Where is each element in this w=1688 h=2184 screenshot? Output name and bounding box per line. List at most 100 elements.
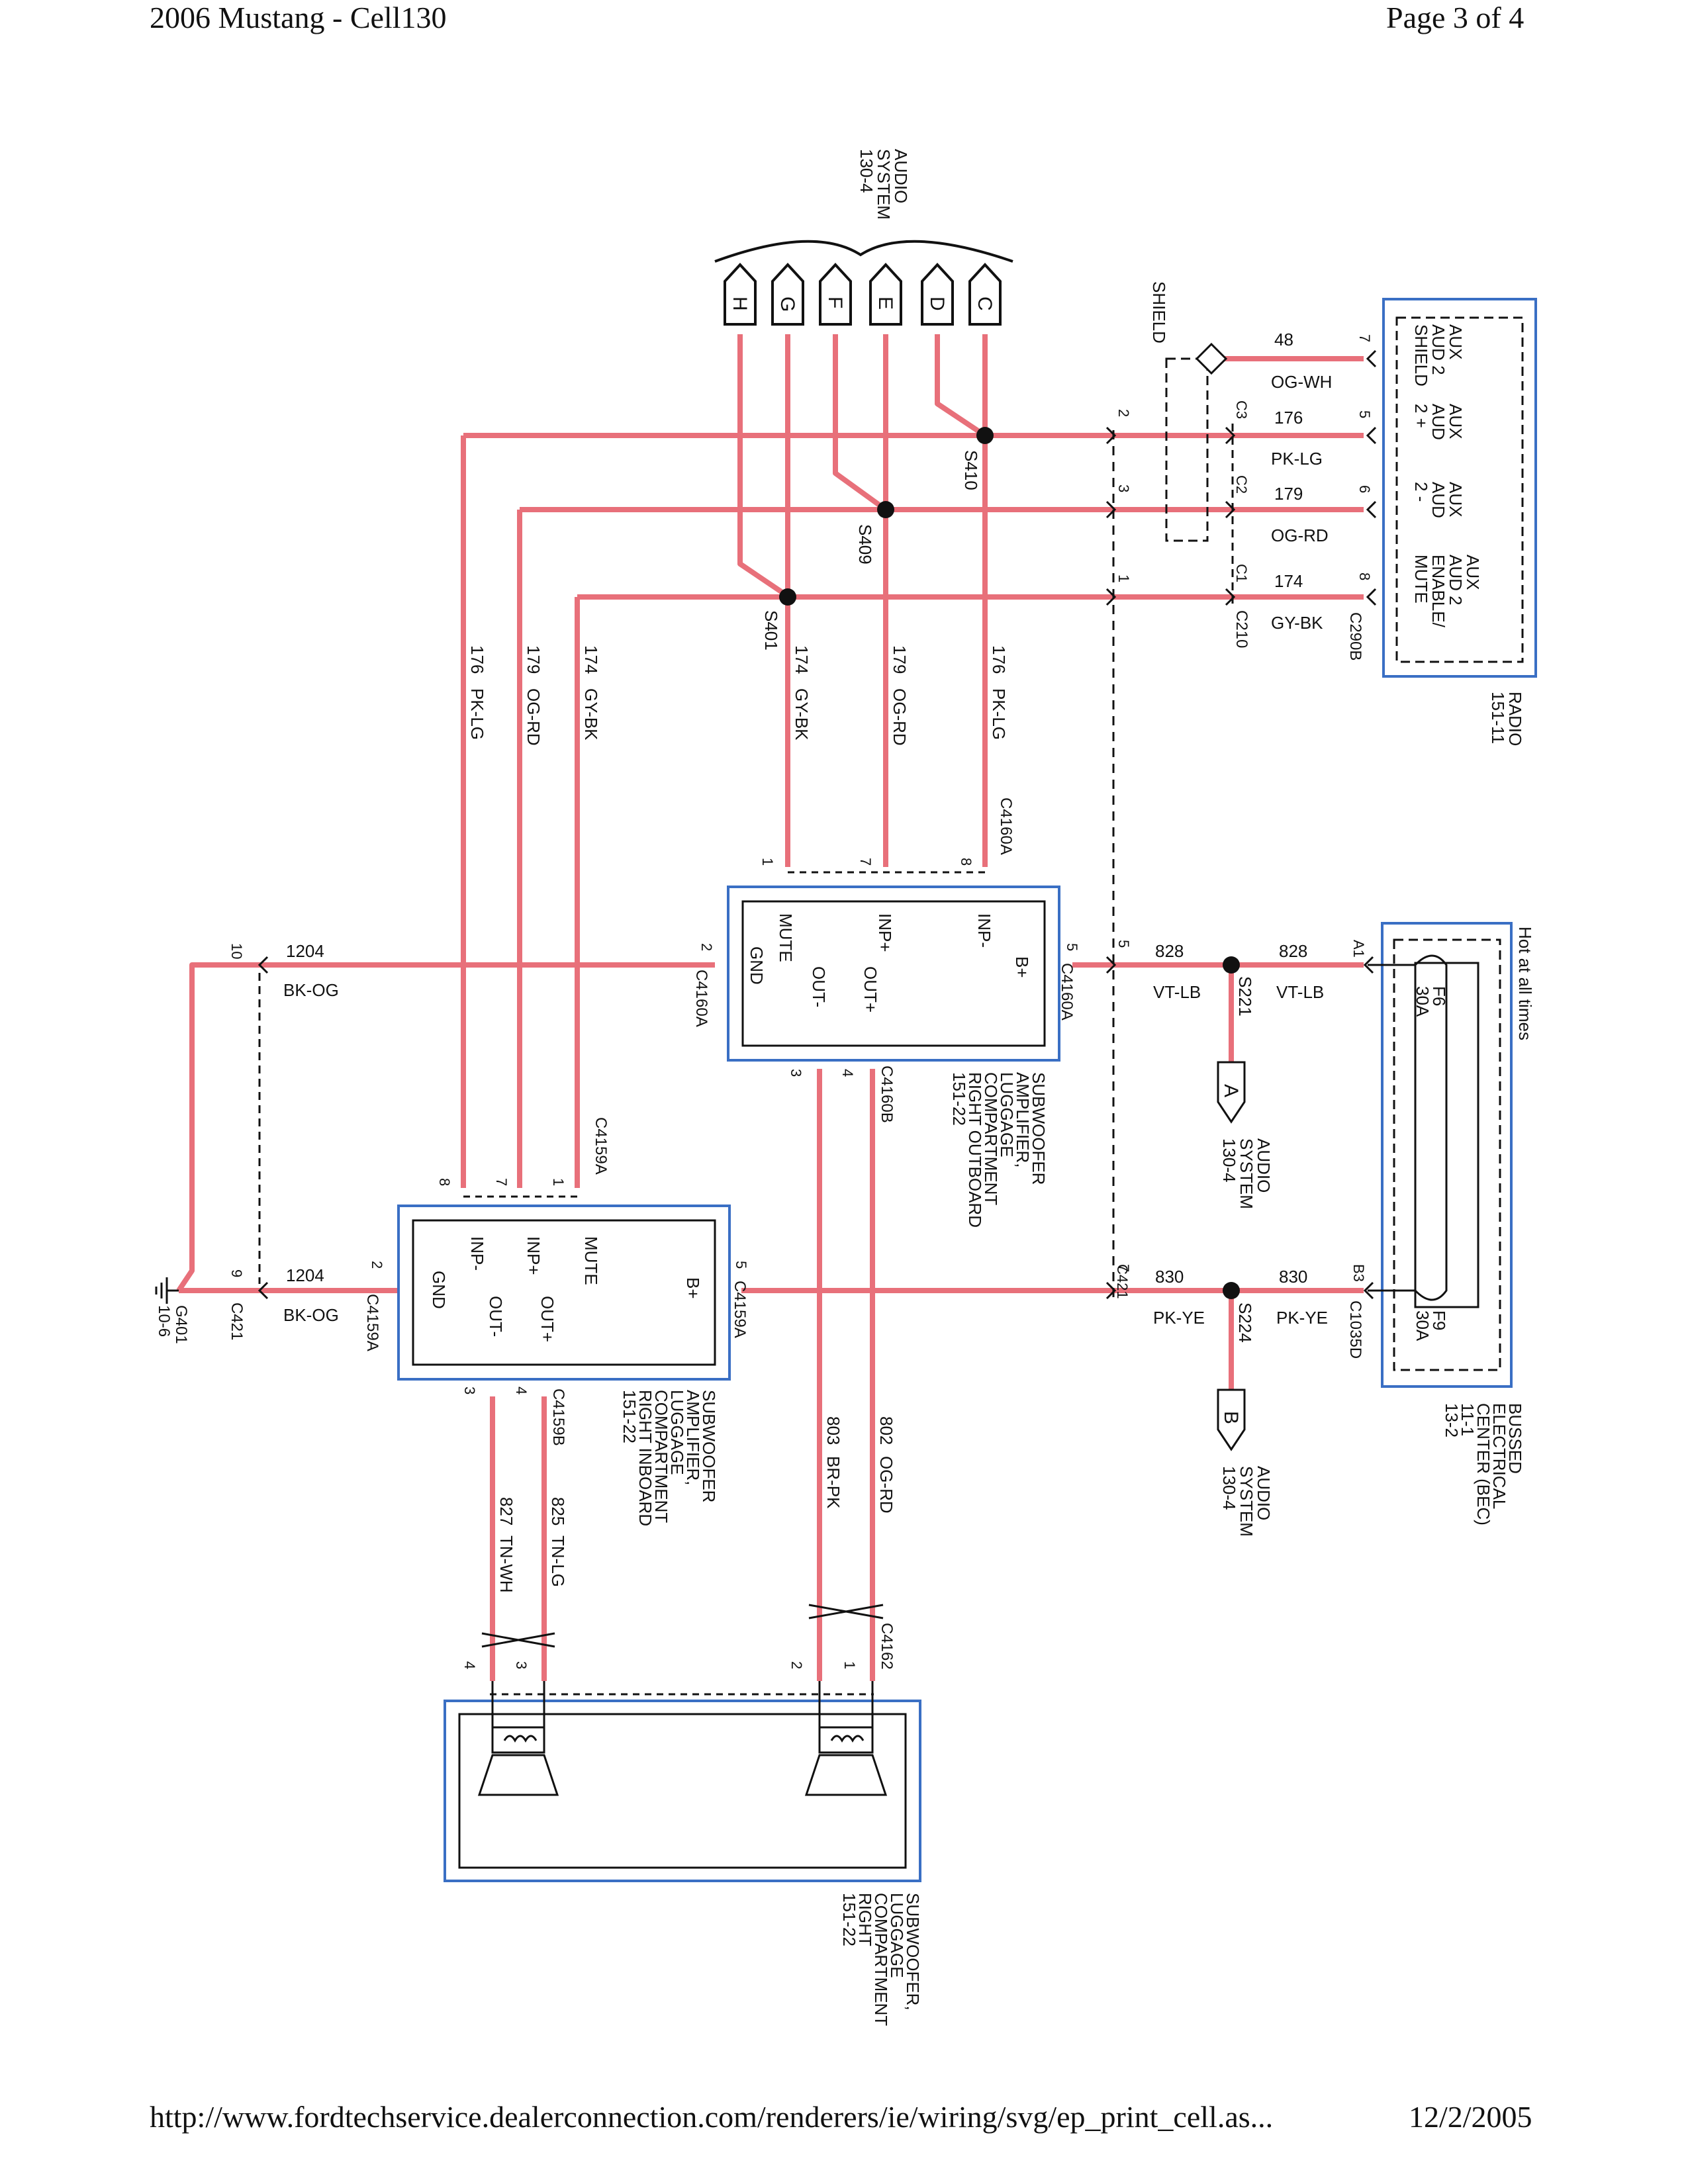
aud-pin-f: F	[824, 296, 846, 308]
speaker-left-icon	[477, 1726, 559, 1796]
svg-text:TN-LG: TN-LG	[548, 1535, 568, 1587]
svg-text:C1035D: C1035D	[1346, 1300, 1364, 1359]
c210-name: C210	[1233, 610, 1250, 648]
svg-text:BK-OG: BK-OG	[283, 1305, 339, 1325]
svg-text:176: 176	[1274, 408, 1303, 428]
audio-system-top-ref: AUDIO SYSTEM 130-4	[857, 149, 911, 220]
svg-text:LUGGAGE: LUGGAGE	[667, 1390, 687, 1475]
amp-inboard: INP- GND INP+ OUT- MUTE OUT+ B+ 8 7 1 2 …	[363, 1117, 749, 1526]
svg-text:825: 825	[548, 1497, 568, 1525]
svg-text:LUGGAGE: LUGGAGE	[887, 1893, 907, 1978]
svg-text:RIGHT INBOARD: RIGHT INBOARD	[635, 1390, 655, 1526]
svg-text:GND: GND	[429, 1271, 449, 1309]
svg-text:C4160B: C4160B	[878, 1066, 896, 1123]
svg-text:3: 3	[461, 1387, 478, 1394]
svg-text:SUBWOOFER: SUBWOOFER	[1029, 1072, 1049, 1185]
svg-text:OUT-: OUT-	[809, 966, 829, 1007]
svg-text:A1: A1	[1350, 940, 1367, 958]
svg-text:PK-YE: PK-YE	[1153, 1308, 1205, 1328]
svg-text:C4159B: C4159B	[549, 1388, 567, 1446]
svg-text:C4159A: C4159A	[363, 1294, 381, 1351]
radio-ref: RADIO 151-11	[1488, 692, 1525, 746]
svg-text:S409: S409	[855, 524, 875, 565]
wires	[176, 334, 1364, 1681]
svg-text:C421: C421	[1114, 1264, 1131, 1299]
svg-text:S224: S224	[1235, 1302, 1255, 1343]
svg-text:COMPARTMENT: COMPARTMENT	[871, 1893, 891, 2026]
svg-text:8: 8	[436, 1178, 453, 1186]
wire-aud-d	[935, 334, 987, 438]
svg-text:C3: C3	[1233, 400, 1250, 419]
svg-text:SHIELD: SHIELD	[1411, 324, 1431, 387]
aud-pin-h: H	[729, 296, 751, 311]
svg-text:B+: B+	[1012, 956, 1032, 978]
svg-text:B3: B3	[1350, 1264, 1367, 1282]
svg-text:4: 4	[839, 1069, 856, 1077]
svg-text:10: 10	[228, 943, 245, 959]
svg-text:AUX: AUX	[1446, 324, 1466, 359]
svg-text:179: 179	[890, 645, 910, 674]
svg-text:10-6: 10-6	[155, 1305, 173, 1337]
twisted-pair-marks	[481, 1604, 884, 1648]
svg-text:1: 1	[550, 1178, 567, 1186]
svg-text:827: 827	[496, 1497, 516, 1525]
amp-outboard-desc: SUBWOOFER AMPLIFIER, LUGGAGE COMPARTMENT…	[949, 1072, 1049, 1228]
svg-text:INP-: INP-	[974, 913, 994, 948]
svg-text:PK-LG: PK-LG	[989, 688, 1009, 740]
header-title: 2006 Mustang - Cell130	[150, 1, 447, 34]
svg-text:Hot at all times: Hot at all times	[1515, 927, 1535, 1040]
aud-pin-c: C	[974, 296, 996, 311]
svg-text:C1: C1	[1233, 564, 1250, 582]
svg-text:11-1: 11-1	[1458, 1403, 1477, 1436]
svg-text:SYSTEM: SYSTEM	[1237, 1466, 1256, 1537]
svg-text:F6: F6	[1429, 986, 1449, 1006]
svg-text:GY-BK: GY-BK	[1271, 613, 1323, 633]
svg-text:GND: GND	[747, 946, 767, 985]
audio-system-top-connector: H G F E D C AUDIO SYSTEM 130-4	[714, 149, 1013, 326]
svg-text:LUGGAGE: LUGGAGE	[997, 1072, 1017, 1158]
svg-text:RIGHT OUTBOARD: RIGHT OUTBOARD	[965, 1072, 985, 1228]
svg-text:7: 7	[857, 858, 874, 866]
subwoofer: 4 3 2 1 C4162 SUBWOOFER, LUGGAGE COMPART…	[444, 1623, 923, 2026]
svg-text:4: 4	[461, 1661, 478, 1669]
svg-text:176: 176	[989, 645, 1009, 674]
splice-labels: S410 S409 S401 S221 S224	[761, 450, 1255, 1343]
svg-text:AMPLIFIER,: AMPLIFIER,	[683, 1390, 703, 1485]
splice-s221-dot	[1223, 956, 1240, 974]
svg-text:GY-BK: GY-BK	[581, 688, 601, 741]
svg-text:S401: S401	[761, 610, 781, 651]
svg-text:174: 174	[581, 645, 601, 674]
splice-s401-dot	[779, 588, 796, 606]
svg-text:PK-LG: PK-LG	[1271, 449, 1323, 469]
svg-text:30A: 30A	[1413, 1310, 1432, 1342]
audio-a: A AUDIO SYSTEM 130-4	[1217, 1061, 1274, 1209]
svg-text:F9: F9	[1429, 1310, 1449, 1330]
svg-text:174: 174	[1274, 571, 1303, 591]
svg-text:4: 4	[513, 1387, 530, 1394]
svg-text:B+: B+	[683, 1277, 703, 1299]
svg-text:174: 174	[792, 645, 812, 674]
svg-text:MUTE: MUTE	[776, 913, 796, 962]
svg-text:OUT+: OUT+	[538, 1296, 557, 1342]
svg-text:7: 7	[493, 1178, 510, 1186]
svg-text:130-4: 130-4	[857, 149, 876, 193]
svg-text:INP+: INP+	[524, 1236, 543, 1275]
svg-text:BUSSED: BUSSED	[1505, 1403, 1525, 1474]
svg-text:S221: S221	[1235, 976, 1255, 1017]
svg-text:OUT+: OUT+	[861, 966, 880, 1013]
svg-text:OUT-: OUT-	[486, 1296, 506, 1337]
svg-text:OG-RD: OG-RD	[890, 688, 910, 746]
svg-text:AUD 2: AUD 2	[1429, 324, 1448, 375]
svg-text:2: 2	[369, 1261, 385, 1269]
svg-text:AUD: AUD	[1429, 404, 1448, 440]
bec: Hot at all times A1 B3 C1035D F6 30A F9 …	[1346, 922, 1535, 1525]
c210-labels: C3 C2 C1 C210	[1233, 400, 1250, 648]
svg-text:830: 830	[1155, 1267, 1184, 1287]
svg-text:OG-RD: OG-RD	[1271, 525, 1329, 545]
shield: SHIELD	[1149, 281, 1228, 542]
svg-text:OG-WH: OG-WH	[1271, 372, 1332, 392]
svg-text:S410: S410	[961, 450, 981, 490]
svg-text:179: 179	[1274, 484, 1303, 504]
svg-text:AUX: AUX	[1446, 404, 1466, 439]
splice-s409-dot	[877, 501, 894, 518]
